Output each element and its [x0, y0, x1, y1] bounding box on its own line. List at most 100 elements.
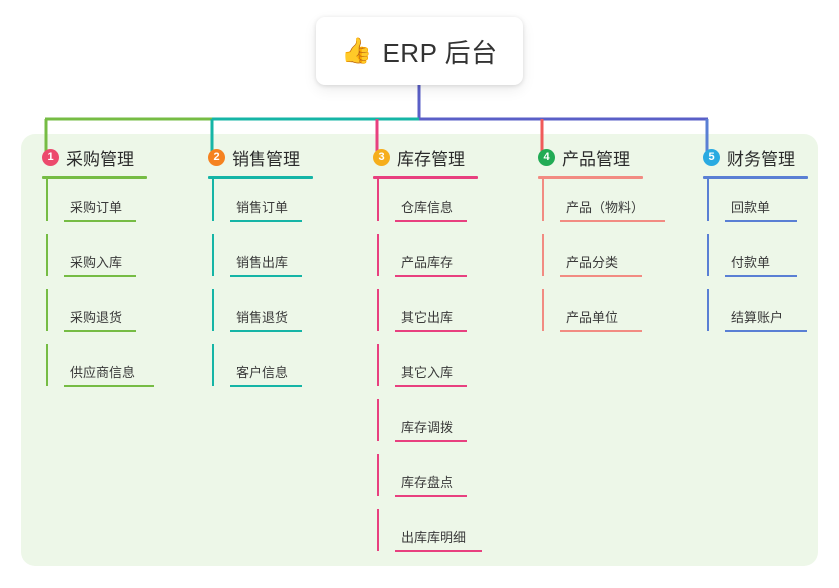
column-items: 采购订单采购入库采购退货供应商信息	[42, 179, 154, 399]
list-item[interactable]: 回款单	[703, 179, 808, 234]
list-item-rule	[230, 275, 302, 277]
list-item[interactable]: 库存调拨	[373, 399, 478, 454]
list-item-rule	[64, 330, 136, 332]
column-header-1[interactable]: 1 采购管理	[42, 145, 147, 169]
column-3: 3 库存管理仓库信息产品库存其它出库其它入库库存调拨库存盘点出库库明细	[373, 145, 482, 564]
list-item[interactable]: 供应商信息	[42, 344, 154, 399]
column-header-rule	[208, 176, 313, 179]
item-connector-stem	[377, 289, 379, 331]
list-item-label: 客户信息	[236, 365, 289, 380]
list-item[interactable]: 产品分类	[538, 234, 643, 289]
list-item-rule	[395, 440, 467, 442]
column-header-rule	[42, 176, 147, 179]
list-item[interactable]: 其它入库	[373, 344, 478, 399]
column-number-badge: 3	[373, 148, 390, 166]
item-connector-stem	[377, 234, 379, 276]
list-item-rule	[560, 220, 665, 222]
list-item[interactable]: 产品单位	[538, 289, 643, 344]
column-4: 4 产品管理产品（物料） 产品分类产品单位	[538, 145, 665, 344]
item-connector-stem	[542, 179, 544, 221]
column-number-badge: 4	[538, 148, 555, 166]
list-item[interactable]: 采购订单	[42, 179, 147, 234]
list-item-label: 结算账户	[731, 310, 784, 325]
list-item-label: 产品库存	[401, 255, 454, 270]
column-header-2[interactable]: 2 销售管理	[208, 145, 313, 169]
column-header-5[interactable]: 5 财务管理	[703, 145, 808, 169]
list-item[interactable]: 仓库信息	[373, 179, 478, 234]
column-header-rule	[703, 176, 808, 179]
item-connector-stem	[377, 399, 379, 441]
list-item-rule	[395, 275, 467, 277]
column-title: 库存管理	[397, 149, 465, 169]
list-item-rule	[725, 330, 807, 332]
list-item-label: 产品（物料）	[566, 200, 645, 215]
list-item[interactable]: 销售退货	[208, 289, 313, 344]
list-item[interactable]: 采购退货	[42, 289, 147, 344]
root-node-erp-backend[interactable]: 👍 ERP 后台	[316, 17, 523, 85]
list-item[interactable]: 结算账户	[703, 289, 808, 344]
column-items: 销售订单销售出库销售退货客户信息	[208, 179, 313, 399]
list-item-rule	[230, 330, 302, 332]
item-connector-stem	[707, 234, 709, 276]
list-item-label: 销售退货	[236, 310, 289, 325]
list-item-rule	[560, 330, 642, 332]
list-item[interactable]: 销售订单	[208, 179, 313, 234]
column-title: 财务管理	[727, 149, 795, 169]
root-node-title: ERP 后台	[382, 37, 498, 68]
list-item-label: 采购入库	[70, 255, 123, 270]
item-connector-stem	[377, 509, 379, 551]
list-item[interactable]: 其它出库	[373, 289, 478, 344]
list-item[interactable]: 库存盘点	[373, 454, 478, 509]
list-item[interactable]: 客户信息	[208, 344, 313, 399]
list-item-label: 付款单	[731, 255, 771, 270]
column-number-badge: 1	[42, 148, 59, 166]
list-item[interactable]: 产品（物料）	[538, 179, 665, 234]
item-connector-stem	[46, 234, 48, 276]
list-item[interactable]: 销售出库	[208, 234, 313, 289]
column-header-4[interactable]: 4 产品管理	[538, 145, 643, 169]
item-connector-stem	[707, 289, 709, 331]
column-1: 1 采购管理采购订单采购入库采购退货供应商信息	[42, 145, 154, 399]
list-item-label: 回款单	[731, 200, 771, 215]
list-item-rule	[725, 275, 797, 277]
list-item-rule	[395, 385, 467, 387]
item-connector-stem	[212, 234, 214, 276]
column-header-3[interactable]: 3 库存管理	[373, 145, 478, 169]
list-item[interactable]: 采购入库	[42, 234, 147, 289]
list-item-label: 产品单位	[566, 310, 619, 325]
list-item-rule	[395, 220, 467, 222]
list-item-label: 仓库信息	[401, 200, 454, 215]
list-item-rule	[395, 550, 482, 552]
list-item-label: 采购订单	[70, 200, 123, 215]
item-connector-stem	[212, 344, 214, 386]
list-item-label: 其它出库	[401, 310, 454, 325]
list-item-label: 销售出库	[236, 255, 289, 270]
list-item-label: 库存调拨	[401, 420, 454, 435]
column-title: 采购管理	[66, 149, 134, 169]
list-item-label: 供应商信息	[70, 365, 136, 380]
column-header-rule	[373, 176, 478, 179]
list-item-rule	[64, 275, 136, 277]
list-item[interactable]: 付款单	[703, 234, 808, 289]
list-item-label: 销售订单	[236, 200, 289, 215]
column-5: 5 财务管理回款单付款单结算账户	[703, 145, 808, 344]
item-connector-stem	[212, 289, 214, 331]
list-item-rule	[230, 220, 302, 222]
item-connector-stem	[707, 179, 709, 221]
list-item[interactable]: 产品库存	[373, 234, 478, 289]
list-item-rule	[395, 495, 467, 497]
column-number-badge: 2	[208, 148, 225, 166]
item-connector-stem	[46, 179, 48, 221]
list-item-label: 产品分类	[566, 255, 619, 270]
list-item-label: 其它入库	[401, 365, 454, 380]
list-item-label: 采购退货	[70, 310, 123, 325]
column-number-badge: 5	[703, 148, 720, 166]
column-title: 销售管理	[232, 149, 300, 169]
list-item[interactable]: 出库库明细	[373, 509, 482, 564]
diagram-background-panel	[21, 134, 818, 566]
column-items: 回款单付款单结算账户	[703, 179, 808, 344]
list-item-rule	[64, 385, 154, 387]
column-title: 产品管理	[562, 149, 630, 169]
column-header-rule	[538, 176, 643, 179]
column-2: 2 销售管理销售订单销售出库销售退货客户信息	[208, 145, 313, 399]
